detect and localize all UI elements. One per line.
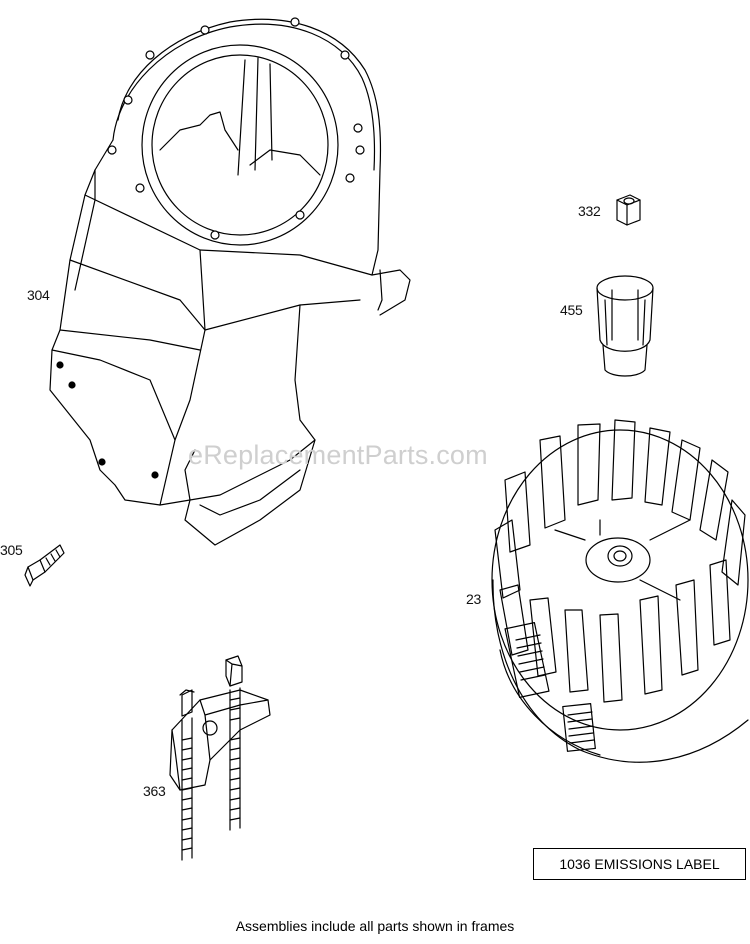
bracket-drawing [169, 655, 271, 861]
part-label-455: 455 [560, 302, 583, 318]
footer-note: Assemblies include all parts shown in fr… [235, 918, 515, 934]
flywheel-drawing [491, 419, 749, 763]
part-label-332: 332 [578, 203, 601, 219]
rim-bolt-holes [107, 17, 365, 240]
sleeve-drawing [596, 275, 654, 377]
watermark: eReplacementParts.com [188, 440, 488, 470]
nut-drawing [616, 194, 641, 226]
emissions-label-box: 1036 EMISSIONS LABEL [533, 848, 746, 880]
part-label-304: 304 [27, 287, 50, 303]
bolt-drawing [24, 544, 65, 587]
part-label-23: 23 [466, 591, 481, 607]
emissions-label-text: 1036 EMISSIONS LABEL [559, 856, 720, 872]
part-label-363: 363 [143, 783, 166, 799]
flywheel-label-area [504, 622, 596, 752]
blower-housing-drawing [49, 17, 411, 546]
flywheel-fins [494, 419, 746, 703]
part-label-305: 305 [0, 542, 23, 558]
